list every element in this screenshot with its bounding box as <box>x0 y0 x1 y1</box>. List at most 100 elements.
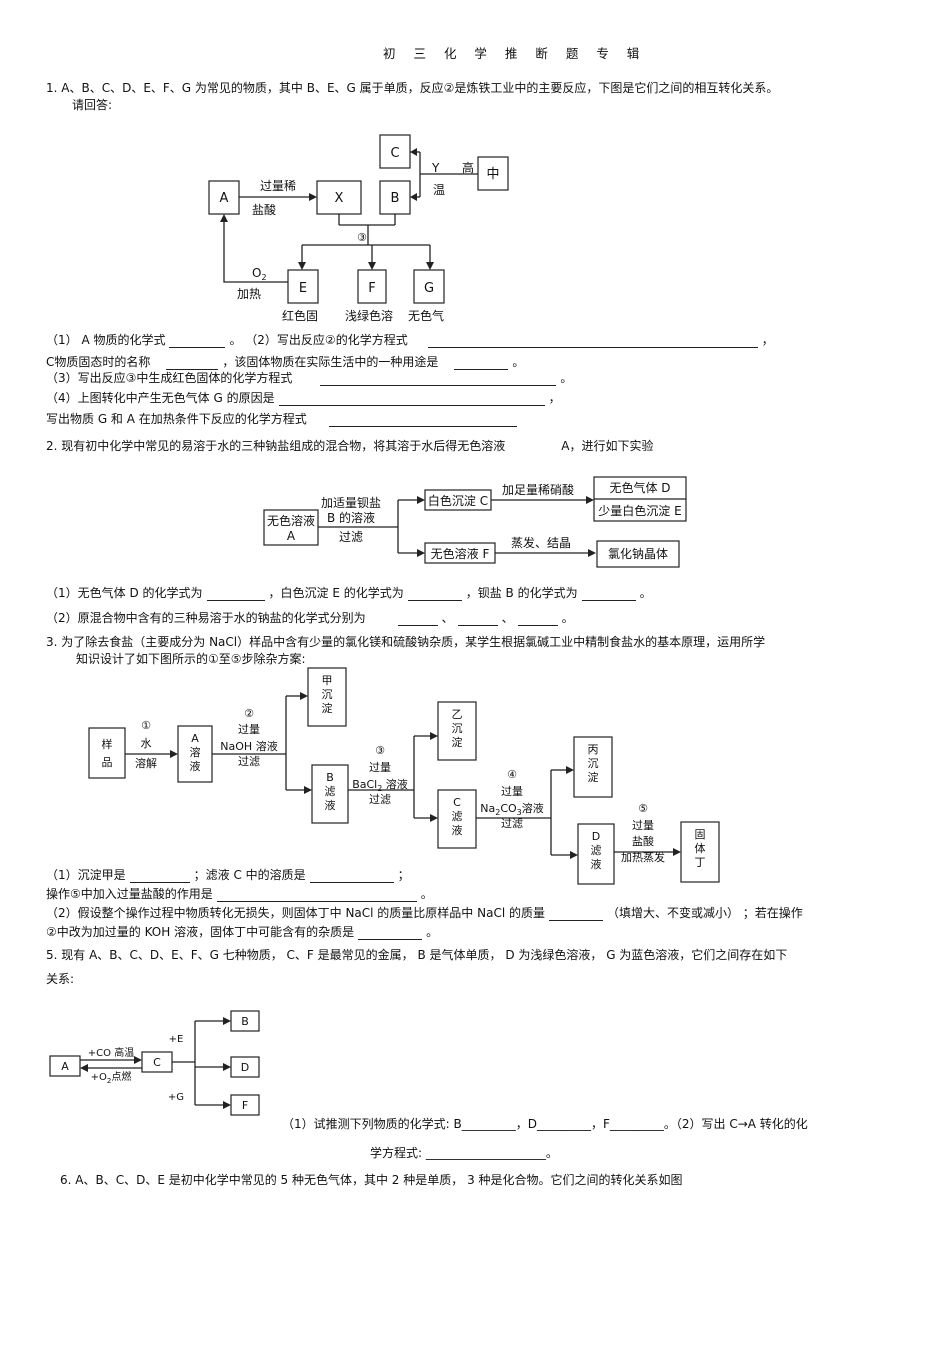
q2-intro: 2. 现有初中化学中常见的易溶于水的三种钠盐组成的混合物，将其溶于水后得无色溶液… <box>46 439 654 453</box>
svg-text:品: 品 <box>102 756 113 769</box>
svg-text:甲: 甲 <box>322 674 333 687</box>
svg-text:红色固: 红色固 <box>282 308 318 323</box>
q1-node-zhong <box>477 156 509 191</box>
svg-text:D: D <box>241 1061 249 1074</box>
svg-text:溶: 溶 <box>190 745 201 759</box>
svg-text:盐酸: 盐酸 <box>632 834 654 848</box>
svg-text:过量: 过量 <box>238 723 260 736</box>
svg-text:浅绿色溶: 浅绿色溶 <box>345 308 393 323</box>
q3-blank-impurity[interactable] <box>358 927 423 940</box>
svg-text:高: 高 <box>462 160 474 175</box>
q1-node-b-label: B <box>391 191 400 206</box>
svg-text:过滤: 过滤 <box>501 817 523 830</box>
q1-node-c <box>379 134 411 169</box>
svg-text:加热蒸发: 加热蒸发 <box>621 850 665 864</box>
svg-text:滤: 滤 <box>452 810 463 823</box>
svg-text:C: C <box>453 796 461 809</box>
svg-text:②: ② <box>244 707 254 720</box>
svg-text:BaCl2 溶液: BaCl2 溶液 <box>352 777 408 793</box>
svg-text:A: A <box>191 732 199 745</box>
q1-part1-line: （1） A 物质的化学式。 （2）写出反应②的化学方程式， <box>46 333 774 348</box>
q1-part4-line: （4）上图转化中产生无色气体 G 的原因是， <box>46 391 561 406</box>
svg-text:①: ① <box>141 719 151 732</box>
q1-node-b <box>379 180 411 215</box>
q5-intro: 5. 现有 A、B、C、D、E、F、G 七种物质， C、F 是最常见的金属， B… <box>46 948 788 962</box>
svg-text:液: 液 <box>591 857 602 871</box>
q1-blank-g-a-equation[interactable] <box>328 414 517 427</box>
svg-text:B 的溶液: B 的溶液 <box>327 510 375 525</box>
q1-node-a-label: A <box>220 191 229 206</box>
svg-text:淀: 淀 <box>322 701 333 715</box>
svg-text:无色溶液 F: 无色溶液 F <box>431 546 490 561</box>
q1-blank-c-use[interactable] <box>454 357 509 370</box>
svg-text:C: C <box>153 1056 161 1069</box>
q1-node-e-label: E <box>299 281 307 296</box>
svg-text:B: B <box>326 771 334 784</box>
q5-part2-line: 学方程式: ____________________。 <box>370 1146 558 1160</box>
svg-text:B: B <box>241 1015 249 1028</box>
svg-text:NaOH 溶液: NaOH 溶液 <box>220 739 277 753</box>
svg-text:③: ③ <box>357 231 367 244</box>
svg-text:沉: 沉 <box>452 722 463 735</box>
q1-blank-g-reason[interactable] <box>278 393 545 406</box>
q1-blank-c-name[interactable] <box>166 357 219 370</box>
svg-text:淀: 淀 <box>452 735 463 749</box>
svg-text:D: D <box>592 830 600 843</box>
svg-text:加热: 加热 <box>237 287 261 301</box>
q1-blank-a-formula[interactable] <box>169 335 226 348</box>
svg-text:A: A <box>61 1060 69 1073</box>
svg-text:加足量稀硝酸: 加足量稀硝酸 <box>502 482 574 497</box>
q1-node-g-label: G <box>424 281 434 296</box>
q2-blank-salt1[interactable] <box>397 613 438 626</box>
q1-part3-line: （3）写出反应③中生成红色固体的化学方程式。 <box>46 371 573 386</box>
q3-diagram: 样 品 ① 水 溶解 A 溶 液 ② 过量 NaOH 溶液 过滤 甲 沉 淀 B… <box>88 667 720 885</box>
svg-text:少量白色沉淀 E: 少量白色沉淀 E <box>598 503 681 518</box>
q3-part1b-line: 操作⑤中加入过量盐酸的作用是。 <box>46 887 433 902</box>
svg-text:温: 温 <box>433 183 445 197</box>
svg-text:+G: +G <box>168 1092 184 1103</box>
svg-text:过滤: 过滤 <box>339 530 363 544</box>
q2-blank-salt3[interactable] <box>517 613 558 626</box>
svg-text:滤: 滤 <box>325 785 336 798</box>
q2-blank-salt2[interactable] <box>457 613 498 626</box>
svg-text:③: ③ <box>375 744 385 757</box>
svg-text:固: 固 <box>695 828 706 841</box>
q1-blank-reaction3[interactable] <box>320 373 557 386</box>
q2-blank-d[interactable] <box>206 588 265 601</box>
svg-text:氯化钠晶体: 氯化钠晶体 <box>608 546 668 561</box>
q1-node-zhong-label: 中 <box>486 167 499 182</box>
q1-node-c-label: C <box>390 146 399 161</box>
svg-text:过量稀: 过量稀 <box>260 179 296 193</box>
svg-text:过量: 过量 <box>632 819 654 832</box>
q1-node-f-label: F <box>368 281 375 296</box>
svg-text:沉: 沉 <box>322 688 333 701</box>
q3-intro: 3. 为了除去食盐（主要成分为 NaCl）样品中含有少量的氯化镁和硫酸钠杂质，某… <box>46 635 766 649</box>
svg-text:液: 液 <box>325 798 336 812</box>
q2-part2-line: （2）原混合物中含有的三种易溶于水的钠盐的化学式分别为、、。 <box>46 611 574 626</box>
svg-text:过量: 过量 <box>369 761 391 774</box>
q6-intro: 6. A、B、C、D、E 是初中化学中常见的 5 种无色气体，其中 2 种是单质… <box>60 1173 683 1187</box>
svg-text:液: 液 <box>452 823 463 837</box>
q3-blank-jia[interactable] <box>129 870 190 883</box>
svg-text:乙: 乙 <box>452 708 463 721</box>
svg-text:水: 水 <box>141 737 152 750</box>
q1-intro-2: 请回答: <box>72 98 113 112</box>
svg-text:溶解: 溶解 <box>135 756 157 770</box>
q3-part2-line: （2）假设整个操作过程中物质转化无损失，则固体丁中 NaCl 的质量比原样品中 … <box>46 906 803 921</box>
q5-diagram: A C +CO 高温 +O2点燃 +E +G B D F <box>49 1010 260 1116</box>
q2-blank-e[interactable] <box>407 588 462 601</box>
q1-blank-reaction2[interactable] <box>427 335 758 348</box>
q3-blank-acid-role[interactable] <box>216 889 417 902</box>
q1-node-g <box>413 269 445 304</box>
svg-text:无色气体 D: 无色气体 D <box>609 480 670 495</box>
q1-node-e <box>287 269 319 304</box>
q1-intro: 1. A、B、C、D、E、F、G 为常见的物质，其中 B、E、G 属于单质，反应… <box>46 81 779 95</box>
q1-part5-line: 写出物质 G 和 A 在加热条件下反应的化学方程式 <box>46 411 521 427</box>
q3-part2b-line: ②中改为加过量的 KOH 溶液，固体丁中可能含有的杂质是。 <box>46 925 439 940</box>
q3-blank-mass-change[interactable] <box>548 908 603 921</box>
svg-text:A: A <box>287 529 296 543</box>
svg-text:+CO 高温: +CO 高温 <box>88 1046 134 1059</box>
q2-blank-b[interactable] <box>581 588 636 601</box>
q3-blank-c-solute[interactable] <box>309 870 394 883</box>
